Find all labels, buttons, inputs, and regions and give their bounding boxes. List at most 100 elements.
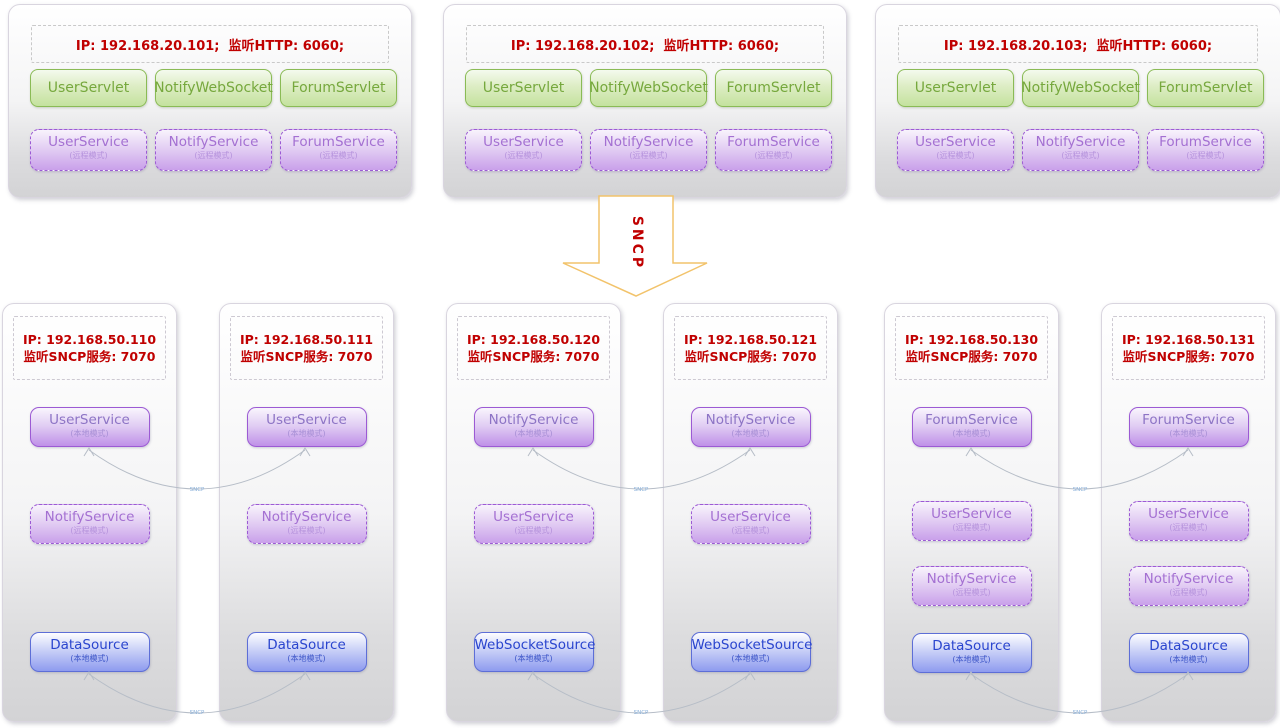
service-mode: (远程模式) — [754, 151, 793, 160]
service-mode: (远程模式) — [1186, 151, 1225, 160]
link-label: SNCP — [634, 487, 649, 493]
ip-text: IP: 192.168.50.111 — [239, 332, 374, 347]
service-name: WebSocketSource — [691, 637, 813, 653]
ip-text: IP: 192.168.20.101; 监听HTTP: 6060; — [75, 38, 345, 54]
remote-service-box: ForumService (远程模式) — [280, 129, 397, 171]
servlet-box: UserServlet — [465, 69, 582, 107]
remote-service-box: NotifyService (远程模式) — [911, 566, 1032, 606]
ip-banner: IP: 192.168.50.131 监听SNCP服务: 7070 — [1112, 316, 1265, 380]
service-name: NotifyService — [168, 134, 259, 150]
service-mode: (远程模式) — [952, 588, 991, 597]
service-name: UserService — [49, 412, 130, 428]
port-text: 监听SNCP服务: 7070 — [905, 349, 1038, 364]
local-service-box: ForumService (本地模式) — [911, 407, 1032, 447]
ip-text: IP: 192.168.20.103; 监听HTTP: 6060; — [943, 38, 1213, 54]
ip-text: IP: 192.168.50.130 — [904, 332, 1039, 347]
datasource-box: DataSource (本地模式) — [911, 633, 1032, 673]
ip-banner: IP: 192.168.50.110 监听SNCP服务: 7070 — [13, 316, 166, 380]
local-service-box: ForumService (本地模式) — [1128, 407, 1249, 447]
remote-service-box: NotifyService (远程模式) — [1128, 566, 1249, 606]
remote-service-box: ForumService (远程模式) — [1147, 129, 1264, 171]
service-mode: (远程模式) — [194, 151, 233, 160]
service-name: ForumService — [727, 134, 820, 150]
service-name: UserService — [483, 134, 564, 150]
sncp-arrow-label: SNCP — [629, 216, 645, 270]
service-name: NotifyService — [1035, 134, 1126, 150]
service-mode: (本地模式) — [70, 654, 109, 663]
datasource-box: DataSource (本地模式) — [29, 632, 150, 672]
service-name: UserService — [266, 412, 347, 428]
service-mode: (远程模式) — [629, 151, 668, 160]
servlet-box: UserServlet — [30, 69, 147, 107]
link-label: SNCP — [1073, 487, 1088, 493]
ip-banner: IP: 192.168.50.130 监听SNCP服务: 7070 — [895, 316, 1048, 380]
datasource-box: DataSource (本地模式) — [246, 632, 367, 672]
service-name: NotifyService — [488, 412, 579, 428]
servlet-box: ForumServlet — [715, 69, 832, 107]
remote-service-box: UserService (远程模式) — [1128, 501, 1249, 541]
link-label: SNCP — [190, 487, 205, 493]
remote-service-box: NotifyService (远程模式) — [155, 129, 272, 171]
service-mode: (远程模式) — [319, 151, 358, 160]
service-mode: (本地模式) — [731, 654, 770, 663]
service-mode: (本地模式) — [731, 429, 770, 438]
ip-banner: IP: 192.168.20.101; 监听HTTP: 6060; — [31, 25, 389, 63]
ip-banner: IP: 192.168.20.103; 监听HTTP: 6060; — [898, 25, 1258, 63]
ip-banner: IP: 192.168.50.121 监听SNCP服务: 7070 — [674, 316, 827, 380]
websocketsource-box: WebSocketSource (本地模式) — [473, 632, 596, 672]
remote-service-box: UserService (远程模式) — [465, 129, 582, 171]
ip-banner: IP: 192.168.50.111 监听SNCP服务: 7070 — [230, 316, 383, 380]
service-mode: (远程模式) — [731, 526, 770, 535]
sncp-server-card-131: IP: 192.168.50.131 监听SNCP服务: 7070 ForumS… — [1101, 303, 1276, 722]
websocketsource-box: WebSocketSource (本地模式) — [690, 632, 813, 672]
service-mode: (本地模式) — [70, 429, 109, 438]
service-name: NotifyService — [1143, 571, 1234, 587]
local-service-box: UserService (本地模式) — [29, 407, 150, 447]
service-name: UserService — [710, 509, 791, 525]
service-mode: (远程模式) — [1169, 588, 1208, 597]
service-name: UserService — [915, 134, 996, 150]
remote-service-box: UserService (远程模式) — [690, 504, 811, 544]
remote-service-box: NotifyService (远程模式) — [1022, 129, 1139, 171]
servlet-box: NotifyWebSocket — [154, 69, 273, 107]
service-name: DataSource — [932, 638, 1011, 654]
remote-service-box: NotifyService (远程模式) — [246, 504, 367, 544]
servlet-box: NotifyWebSocket — [589, 69, 708, 107]
service-mode: (远程模式) — [936, 151, 975, 160]
servlet-box: NotifyWebSocket — [1021, 69, 1140, 107]
sncp-server-card-120: IP: 192.168.50.120 监听SNCP服务: 7070 Notify… — [446, 303, 621, 722]
service-name: DataSource — [267, 637, 346, 653]
http-server-card-102: IP: 192.168.20.102; 监听HTTP: 6060; UserSe… — [443, 4, 847, 198]
ip-text: IP: 192.168.20.102; 监听HTTP: 6060; — [510, 38, 780, 54]
port-text: 监听SNCP服务: 7070 — [23, 349, 156, 364]
service-mode: (远程模式) — [504, 151, 543, 160]
port-text: 监听SNCP服务: 7070 — [684, 349, 817, 364]
service-mode: (远程模式) — [514, 526, 553, 535]
sncp-server-card-121: IP: 192.168.50.121 监听SNCP服务: 7070 Notify… — [663, 303, 838, 722]
service-mode: (远程模式) — [952, 523, 991, 532]
service-name: DataSource — [1149, 638, 1228, 654]
remote-service-box: NotifyService (远程模式) — [590, 129, 707, 171]
http-server-card-101: IP: 192.168.20.101; 监听HTTP: 6060; UserSe… — [8, 4, 412, 198]
remote-service-box: UserService (远程模式) — [30, 129, 147, 171]
service-name: UserService — [493, 509, 574, 525]
sncp-server-card-110: IP: 192.168.50.110 监听SNCP服务: 7070 UserSe… — [2, 303, 177, 722]
service-mode: (远程模式) — [70, 526, 109, 535]
port-text: 监听SNCP服务: 7070 — [1122, 349, 1255, 364]
service-mode: (远程模式) — [69, 151, 108, 160]
ip-text: IP: 192.168.50.131 — [1121, 332, 1256, 347]
service-name: ForumService — [1159, 134, 1252, 150]
link-label: SNCP — [1073, 710, 1088, 716]
service-mode: (本地模式) — [287, 654, 326, 663]
service-name: ForumService — [1142, 412, 1235, 428]
local-service-box: UserService (本地模式) — [246, 407, 367, 447]
sncp-server-card-130: IP: 192.168.50.130 监听SNCP服务: 7070 ForumS… — [884, 303, 1059, 722]
service-mode: (本地模式) — [952, 429, 991, 438]
service-mode: (本地模式) — [514, 429, 553, 438]
service-name: NotifyService — [926, 571, 1017, 587]
local-service-box: NotifyService (本地模式) — [690, 407, 811, 447]
service-name: NotifyService — [261, 509, 352, 525]
remote-service-box: UserService (远程模式) — [473, 504, 594, 544]
datasource-box: DataSource (本地模式) — [1128, 633, 1249, 673]
remote-service-box: UserService (远程模式) — [911, 501, 1032, 541]
